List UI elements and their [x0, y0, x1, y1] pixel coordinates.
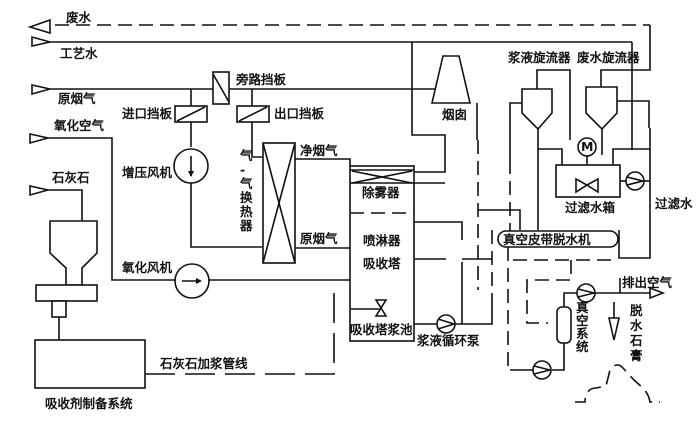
booster-fan: 增压风机 [122, 148, 262, 248]
waste-water-label: 废水 [66, 10, 92, 25]
waste-water-cyclone: 废水旋流器 [577, 25, 651, 155]
exhaust-air-label: 排出空气 [622, 275, 673, 290]
demister-label: 除雾器 [362, 185, 400, 200]
raw-flue-gas-2-label: 原烟气 [300, 231, 338, 246]
gypsum-pile [575, 364, 660, 403]
outlet-damper-label: 出口挡板 [274, 106, 325, 121]
inlet-damper-label: 进口挡板 [122, 106, 173, 121]
sprayer-label: 喷淋器 [363, 233, 401, 248]
booster-fan-label: 增压风机 [122, 165, 173, 180]
limestone-line-label: 石灰石加浆管线 [159, 356, 248, 371]
slurry-cyclone: 浆液旋流器 [507, 50, 571, 230]
gypsum-label-4: 膏 [630, 348, 643, 363]
gypsum-label-3: 石 [629, 333, 643, 348]
inlet-damper: 进口挡板 [122, 89, 208, 147]
raw-flue-gas-label: 原烟气 [58, 91, 96, 106]
filter-tank-label: 过滤水箱 [565, 200, 616, 215]
filter-water-tank: M 过滤水箱 [538, 128, 651, 259]
down-arrow-icon [607, 317, 621, 341]
motor-label: M [581, 139, 593, 154]
gypsum-label-1: 脱 [630, 303, 643, 318]
outlet-arrow-icon [649, 286, 666, 300]
absorbent-preparation-system: 吸收剂制备系统 [34, 339, 146, 411]
limestone-label: 石灰石 [51, 170, 90, 185]
mixer-icon [575, 177, 589, 194]
absorber-tower: 除雾器 喷淋器 吸收塔 吸收塔浆池 [349, 165, 415, 342]
raw-flue-gas-inlet: 原烟气 [31, 84, 437, 106]
filter-water-label: 过滤水 [655, 196, 693, 211]
absorbent-system-label: 吸收剂制备系统 [45, 396, 133, 411]
inlet-arrow-icon [31, 84, 51, 96]
oxidation-fan: 氧化风机 [121, 260, 350, 299]
gas-gas-heater: 气-气换热器 净烟气 原烟气 [239, 142, 351, 264]
exhaust-air-outlet: 排出空气 [595, 275, 673, 300]
limestone-slurry-line: 石灰石加浆管线 [145, 292, 343, 375]
oxidation-air-inlet: 氧化空气 [29, 118, 177, 281]
chimney-label: 烟囱 [442, 107, 467, 122]
inlet-arrow-icon [29, 133, 49, 145]
inlet-arrow-icon [29, 185, 49, 197]
bypass-damper: 旁路挡板 [212, 71, 287, 105]
process-water-label: 工艺水 [60, 46, 98, 61]
chimney: 烟囱 [430, 55, 472, 122]
waste-cyclone-label: 废水旋流器 [577, 50, 640, 65]
gypsum-output: 脱 水 石 膏 [575, 302, 660, 403]
slurry-pump-label: 浆液循环泵 [416, 333, 480, 348]
filter-water-label-group: 过滤水 [655, 196, 693, 211]
vacuum-belt-label: 真空皮带脱水机 [503, 232, 591, 247]
gypsum-label-2: 水 [630, 318, 643, 333]
process-water-inlet: 工艺水 [31, 35, 632, 61]
outlet-arrow-icon [27, 18, 51, 35]
absorber-label: 吸收塔 [363, 256, 401, 271]
limestone-inlet: 石灰石 [29, 170, 90, 221]
oxidation-air-label: 氧化空气 [53, 118, 105, 133]
oxidation-fan-label: 氧化风机 [121, 260, 173, 275]
vacuum-belt-filter: 真空皮带脱水机 [497, 230, 619, 248]
inlet-arrow-icon [31, 35, 51, 47]
slurry-recirculation-pump: 浆液循环泵 [414, 300, 493, 348]
waste-water-outlet: 废水 [27, 10, 650, 35]
limestone-silo [35, 220, 98, 340]
vacuum-system-label: 真空系统 [576, 300, 589, 354]
ggh-label: 气-气换热器 [239, 148, 253, 233]
outlet-damper: 出口挡板 [236, 89, 325, 158]
vacuum-system: 真空系统 [510, 283, 596, 380]
clean-flue-gas-label: 净烟气 [300, 143, 338, 158]
bypass-damper-label: 旁路挡板 [235, 72, 287, 87]
slurry-cyclone-label: 浆液旋流器 [507, 50, 571, 65]
agitator-icon [374, 299, 388, 310]
mill [35, 284, 98, 302]
absorber-tank-label: 吸收塔浆池 [350, 322, 413, 337]
